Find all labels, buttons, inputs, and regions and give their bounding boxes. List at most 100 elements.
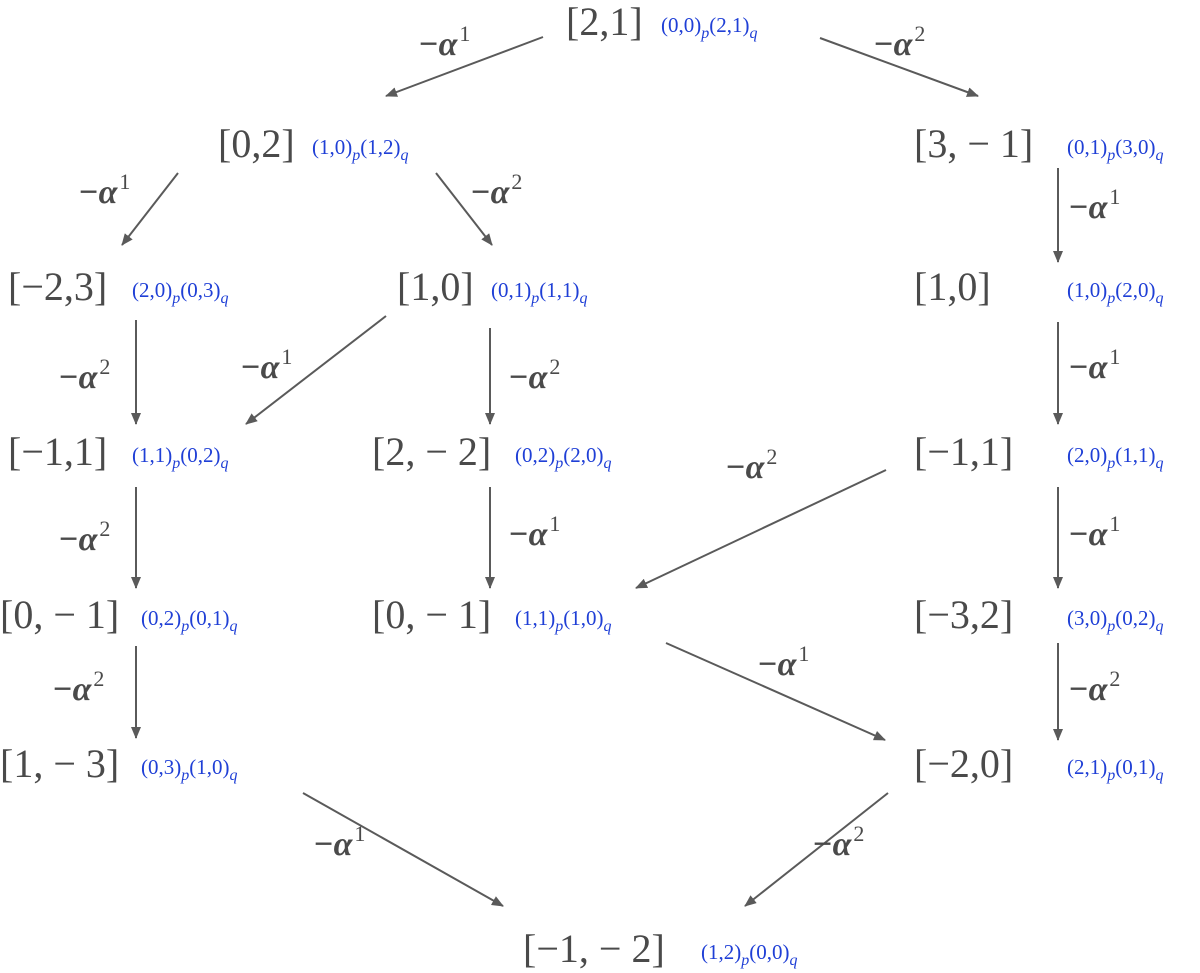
arrow-n21-to-n3m1 bbox=[819, 37, 979, 97]
tag-p-suffix: p bbox=[554, 618, 563, 635]
tag-p-suffix: p bbox=[1106, 290, 1115, 307]
arrow-nm20-to-nm1m2 bbox=[744, 792, 889, 907]
root-index: 2 bbox=[853, 821, 864, 846]
arrow-n02-to-n10a bbox=[435, 172, 493, 246]
root-symbol: −α bbox=[470, 174, 511, 211]
node-label: [1,0] bbox=[397, 264, 474, 309]
weight-node-n2m2: [2, − 2](0,2)p(2,0)q bbox=[372, 429, 612, 474]
tag-p-value: (0,0) bbox=[661, 13, 701, 37]
root-index: 2 bbox=[511, 169, 522, 194]
root-symbol: −α bbox=[1068, 516, 1109, 553]
tag-q-value: (0,1) bbox=[189, 606, 229, 630]
root-symbol: −α bbox=[58, 521, 99, 558]
root-symbol: −α bbox=[1068, 671, 1109, 708]
tag-p-suffix: p bbox=[180, 618, 189, 635]
tag-p-suffix: p bbox=[740, 952, 749, 969]
node-label: [−2,3] bbox=[8, 264, 107, 309]
edge-label: −α1 bbox=[240, 344, 292, 386]
root-symbol: −α bbox=[1068, 189, 1109, 226]
tag-q-suffix: q bbox=[221, 290, 229, 307]
tag-q-suffix: q bbox=[1156, 290, 1164, 307]
node-tag: (0,2)p(2,0)q bbox=[515, 443, 612, 472]
tag-q-value: (2,1) bbox=[709, 13, 749, 37]
edge-label: −α2 bbox=[508, 354, 560, 396]
tag-p-suffix: p bbox=[554, 455, 563, 472]
node-label: [−1, − 2] bbox=[523, 926, 665, 971]
tag-p-suffix: p bbox=[700, 25, 709, 42]
tag-p-suffix: p bbox=[171, 455, 180, 472]
edge-label: −α2 bbox=[873, 21, 925, 63]
root-index: 2 bbox=[99, 354, 110, 379]
tag-q-value: (0,2) bbox=[1115, 606, 1155, 630]
weight-node-nm11a: [−1,1](1,1)p(0,2)q bbox=[8, 429, 229, 474]
tag-p-suffix: p bbox=[1106, 618, 1115, 635]
arrow-n02-to-nm23 bbox=[121, 172, 179, 246]
node-tag: (1,1)p(1,0)q bbox=[515, 606, 612, 635]
tag-p-value: (2,0) bbox=[1067, 443, 1107, 467]
weight-node-nm1m2: [−1, − 2] (1,2)p(0,0)q bbox=[523, 926, 798, 971]
edge-label: −α1 bbox=[1068, 184, 1120, 226]
root-symbol: −α bbox=[508, 359, 549, 396]
node-tag: (2,0)p(1,1)q bbox=[1067, 443, 1164, 472]
root-index: 1 bbox=[354, 821, 365, 846]
tag-q-suffix: q bbox=[401, 147, 409, 164]
weight-node-n10a: [1,0] (0,1)p(1,1)q bbox=[397, 264, 588, 309]
node-tag: (1,2)p(0,0)q bbox=[701, 940, 798, 969]
root-symbol: −α bbox=[52, 671, 93, 708]
weight-node-nm11b: [−1,1](2,0)p(1,1)q bbox=[914, 429, 1164, 474]
weight-node-n0m1b: [0, − 1] (1,1)p(1,0)q bbox=[372, 592, 612, 637]
tag-p-value: (0,2) bbox=[515, 443, 555, 467]
edges-layer bbox=[121, 36, 1063, 907]
tag-q-value: (0,1) bbox=[1115, 755, 1155, 779]
arrow-nm11b-to-n0m1b bbox=[635, 469, 887, 589]
node-label: [0,2] bbox=[218, 121, 295, 166]
node-label: [0, − 1] bbox=[372, 592, 491, 637]
weight-node-n02: [0,2](1,0)p(1,2)q bbox=[218, 121, 409, 166]
tag-q-suffix: q bbox=[1156, 618, 1164, 635]
tag-p-suffix: p bbox=[171, 290, 180, 307]
root-index: 1 bbox=[1109, 344, 1120, 369]
tag-q-value: (3,0) bbox=[1115, 135, 1155, 159]
tag-p-value: (2,1) bbox=[1067, 755, 1107, 779]
tag-q-value: (0,3) bbox=[180, 278, 220, 302]
weight-node-nm23: [−2,3] (2,0)p(0,3)q bbox=[8, 264, 229, 309]
root-index: 1 bbox=[459, 21, 470, 46]
edge-label: −α2 bbox=[470, 169, 522, 211]
node-tag: (0,1)p(1,1)q bbox=[491, 278, 588, 307]
tag-q-suffix: q bbox=[1156, 455, 1164, 472]
tag-q-suffix: q bbox=[230, 767, 238, 784]
tag-p-value: (1,1) bbox=[515, 606, 555, 630]
tag-p-value: (3,0) bbox=[1067, 606, 1107, 630]
tag-q-value: (1,0) bbox=[563, 606, 603, 630]
weight-node-n21: [2,1](0,0)p(2,1)q bbox=[566, 0, 758, 44]
node-tag: (2,1)p(0,1)q bbox=[1067, 755, 1164, 784]
weight-node-n0m1a: [0, − 1](0,2)p(0,1)q bbox=[0, 592, 238, 637]
root-symbol: −α bbox=[240, 349, 281, 386]
tag-p-value: (2,0) bbox=[132, 278, 172, 302]
root-index: 2 bbox=[914, 21, 925, 46]
root-symbol: −α bbox=[418, 26, 459, 63]
root-index: 1 bbox=[119, 169, 130, 194]
node-tag: (1,0)p(2,0)q bbox=[1067, 278, 1164, 307]
arrow-n10a-to-nm11a bbox=[245, 315, 387, 425]
weight-node-nm20: [−2,0](2,1)p(0,1)q bbox=[914, 741, 1164, 786]
tag-p-suffix: p bbox=[1106, 455, 1115, 472]
tag-p-suffix: p bbox=[180, 767, 189, 784]
weight-node-nm32: [−3,2](3,0)p(0,2)q bbox=[914, 592, 1164, 637]
tag-p-value: (1,1) bbox=[132, 443, 172, 467]
tag-p-value: (0,1) bbox=[1067, 135, 1107, 159]
root-symbol: −α bbox=[873, 26, 914, 63]
tag-q-suffix: q bbox=[1156, 767, 1164, 784]
root-index: 1 bbox=[549, 511, 560, 536]
tag-q-value: (1,1) bbox=[539, 278, 579, 302]
node-tag: (3,0)p(0,2)q bbox=[1067, 606, 1164, 635]
node-tag: (0,1)p(3,0)q bbox=[1067, 135, 1164, 164]
tag-q-value: (0,2) bbox=[180, 443, 220, 467]
edge-label: −α2 bbox=[52, 666, 104, 708]
arrow-n0m1b-to-nm20 bbox=[665, 642, 886, 741]
weight-node-n10b: [1,0](1,0)p(2,0)q bbox=[914, 264, 1164, 309]
tag-q-suffix: q bbox=[750, 25, 758, 42]
node-tag: (1,1)p(0,2)q bbox=[132, 443, 229, 472]
